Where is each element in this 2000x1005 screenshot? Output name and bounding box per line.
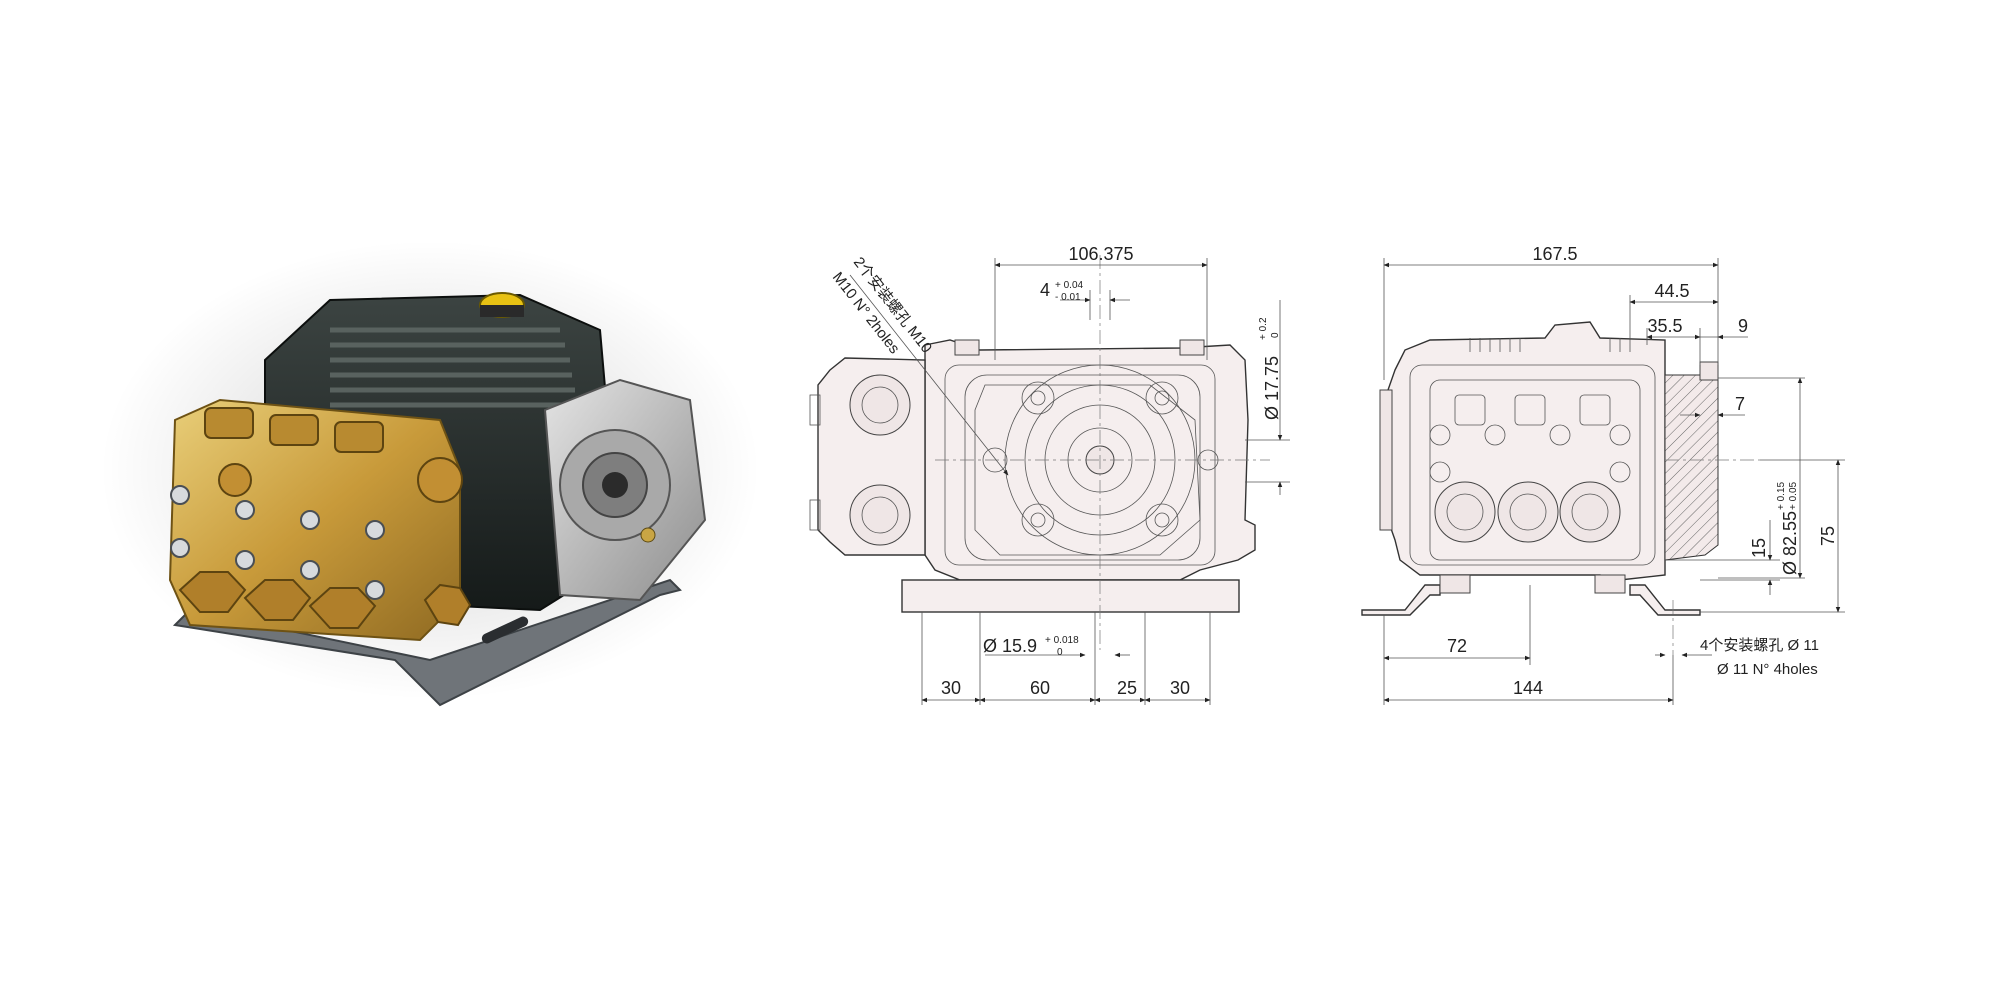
hole-note-en-side: Ø 11 N° 4holes (1717, 661, 1818, 678)
dim-shaft-height: Ø 17.75 (1262, 356, 1282, 420)
dim-shaft: Ø 15.9 (983, 636, 1037, 656)
dim-15: 15 (1749, 538, 1769, 558)
dim-9: 9 (1738, 316, 1748, 336)
dim-shaft-tol-lower: 0 (1057, 647, 1063, 658)
front-view-drawing (809, 255, 1270, 650)
side-view-dimensions: 167.5 44.5 35.5 9 7 15 Ø 82.55 + 0.15 + … (1383, 244, 1845, 705)
dim-7: 7 (1735, 394, 1745, 414)
dim-60: 60 (1030, 678, 1050, 698)
dim-shaft-tol-upper: + 0.018 (1045, 635, 1079, 646)
dim-flange: Ø 82.55 (1780, 511, 1800, 575)
dim-72: 72 (1447, 636, 1467, 656)
dim-144: 144 (1513, 678, 1543, 698)
hole-note-cn-side: 4个安装螺孔 Ø 11 (1700, 637, 1819, 654)
dim-75: 75 (1818, 526, 1838, 546)
side-view-drawing (1361, 321, 1760, 655)
dim-25: 25 (1117, 678, 1137, 698)
dim-flange-tol-upper: + 0.15 (1776, 481, 1787, 510)
dim-length: 167.5 (1532, 244, 1577, 264)
dim-key-tol-upper: + 0.04 (1055, 280, 1084, 291)
dim-30-right: 30 (1170, 678, 1190, 698)
dim-shaft-height-tol-lower: 0 (1270, 332, 1281, 338)
dim-shaft-height-tol-upper: + 0.2 (1258, 317, 1269, 340)
dim-key: 4 (1040, 280, 1050, 300)
dim-30-left: 30 (941, 678, 961, 698)
dim-width: 106.375 (1068, 244, 1133, 264)
dim-35-5: 35.5 (1647, 316, 1682, 336)
dim-flange-tol-lower: + 0.05 (1788, 481, 1799, 510)
dim-key-tol-lower: - 0.01 (1055, 292, 1081, 303)
pump-photo (100, 240, 760, 707)
dim-44-5: 44.5 (1654, 281, 1689, 301)
